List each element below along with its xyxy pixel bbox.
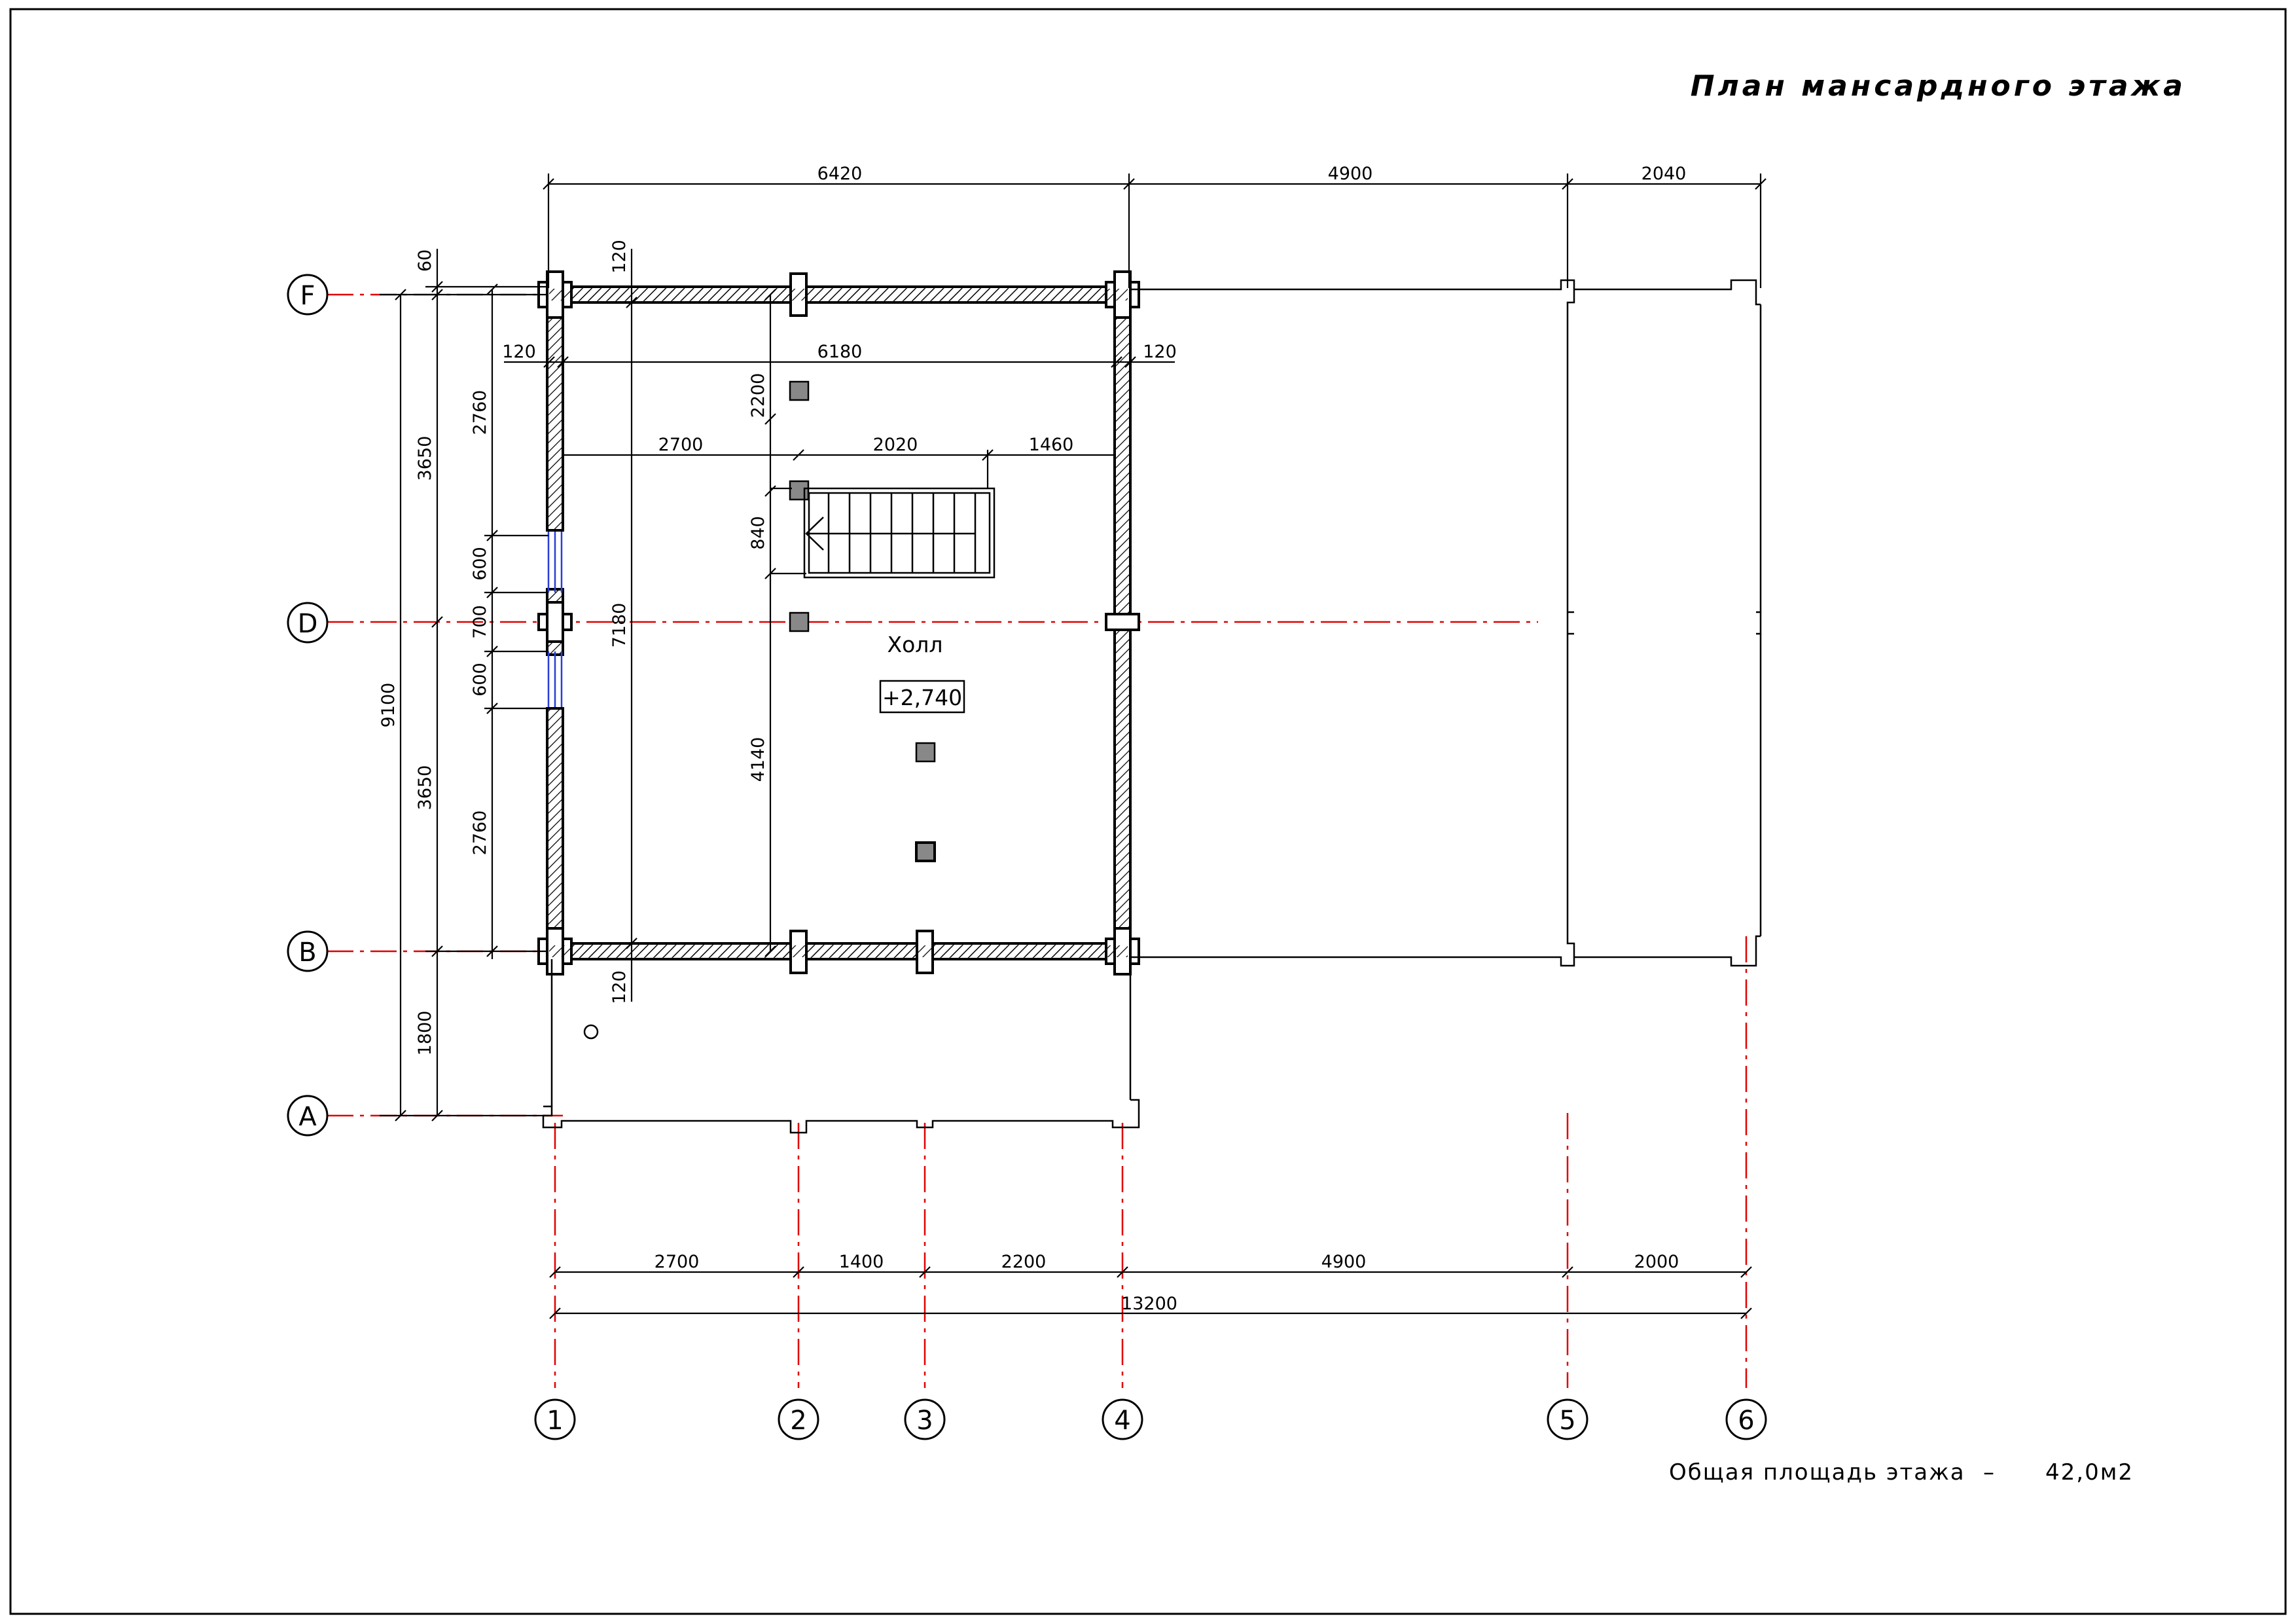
roof-outline [542,279,1762,1134]
dim-left-60: 60 [415,249,435,272]
axis-bubble-1 [534,1398,576,1440]
dim-win-2760-a: 2760 [470,390,490,435]
area-dash: – [1983,1459,1996,1486]
axis-label-2: 2 [790,1406,806,1436]
dim-win-2760-b: 2760 [470,811,490,856]
row-axis-bubbles [287,274,329,1137]
column [789,380,810,401]
wall-hatch-overlay [549,289,1128,957]
dim-inner-height: 7180 [609,603,630,648]
dim-col-2200: 2200 [748,373,768,418]
level-mark-box [879,680,965,714]
row-axis-labels: F D B A [298,281,318,1132]
dim-top-2: 4900 [1328,164,1373,184]
dim-left-1800: 1800 [415,1011,435,1056]
axis-bubble-3 [904,1398,946,1440]
columns [789,380,936,862]
dim-inner-left: 120 [502,342,536,362]
dim-inner-center: 6180 [817,342,863,362]
dim-top-3: 2040 [1641,164,1687,184]
dim-bottom-total: 13200 [1121,1294,1177,1314]
dim-win-600-a: 600 [470,547,490,581]
walls [546,285,1132,960]
window-left [547,532,563,707]
dim-col-4140: 4140 [748,737,768,782]
sheet-frame [9,8,2287,1615]
dim-bottom-1: 2700 [655,1252,700,1272]
column [915,742,936,763]
axis-bubble-F [287,274,329,316]
dim-bottom-5: 2000 [1634,1252,1679,1272]
area-label: Общая площадь этажа [1669,1459,1965,1486]
dimension-texts: 6420 4900 2040 120 6180 120 2700 2020 14… [378,164,1686,1314]
vent-circle [583,1024,599,1040]
axis-label-3: 3 [916,1406,933,1436]
column [789,611,810,632]
column-axis-bubbles [534,1398,1767,1440]
area-value: 42,0м2 [2045,1459,2134,1486]
dim-wall-bottom: 120 [609,970,630,1004]
axis-label-5: 5 [1559,1406,1575,1436]
axis-bubble-A [287,1095,329,1137]
column [915,841,936,862]
dim-win-700: 700 [470,605,490,639]
dim-top-1: 6420 [817,164,863,184]
axis-bubble-4 [1102,1398,1143,1440]
column-axis-labels: 1 2 3 4 5 6 [547,1406,1754,1436]
axis-bubble-6 [1725,1398,1767,1440]
axis-label-F: F [300,281,315,311]
axis-bubble-D [287,602,329,644]
dim-stair-1: 2700 [658,435,704,455]
dim-left-total: 9100 [378,683,399,728]
room-level: +2,740 [882,685,962,710]
axis-label-4: 4 [1114,1406,1130,1436]
dim-wall-top: 120 [609,240,630,274]
dim-bottom-2: 1400 [839,1252,884,1272]
axis-bubble-5 [1547,1398,1588,1440]
axis-bubble-2 [778,1398,819,1440]
dimension-lines [380,173,1767,1319]
dim-stair-2: 2020 [873,435,918,455]
dim-win-600-b: 600 [470,663,490,697]
axis-label-D: D [298,609,318,639]
dim-left-3650-a: 3650 [415,436,435,481]
drawing-title: План мансардного этажа [1691,69,2186,103]
column [789,480,810,501]
axis-label-6: 6 [1738,1406,1754,1436]
dim-stair-3: 1460 [1029,435,1074,455]
axis-bubble-B [287,930,329,972]
dim-col-840: 840 [748,516,768,550]
dim-left-3650-b: 3650 [415,765,435,811]
dim-inner-right: 120 [1143,342,1177,362]
dim-bottom-3: 2200 [1001,1252,1047,1272]
stair [803,487,996,579]
axis-label-B: B [298,938,316,968]
axis-lines [327,293,1748,1388]
dim-bottom-4: 4900 [1321,1252,1367,1272]
axis-label-A: A [298,1102,317,1132]
room-name: Холл [888,632,943,657]
axis-label-1: 1 [547,1406,563,1436]
